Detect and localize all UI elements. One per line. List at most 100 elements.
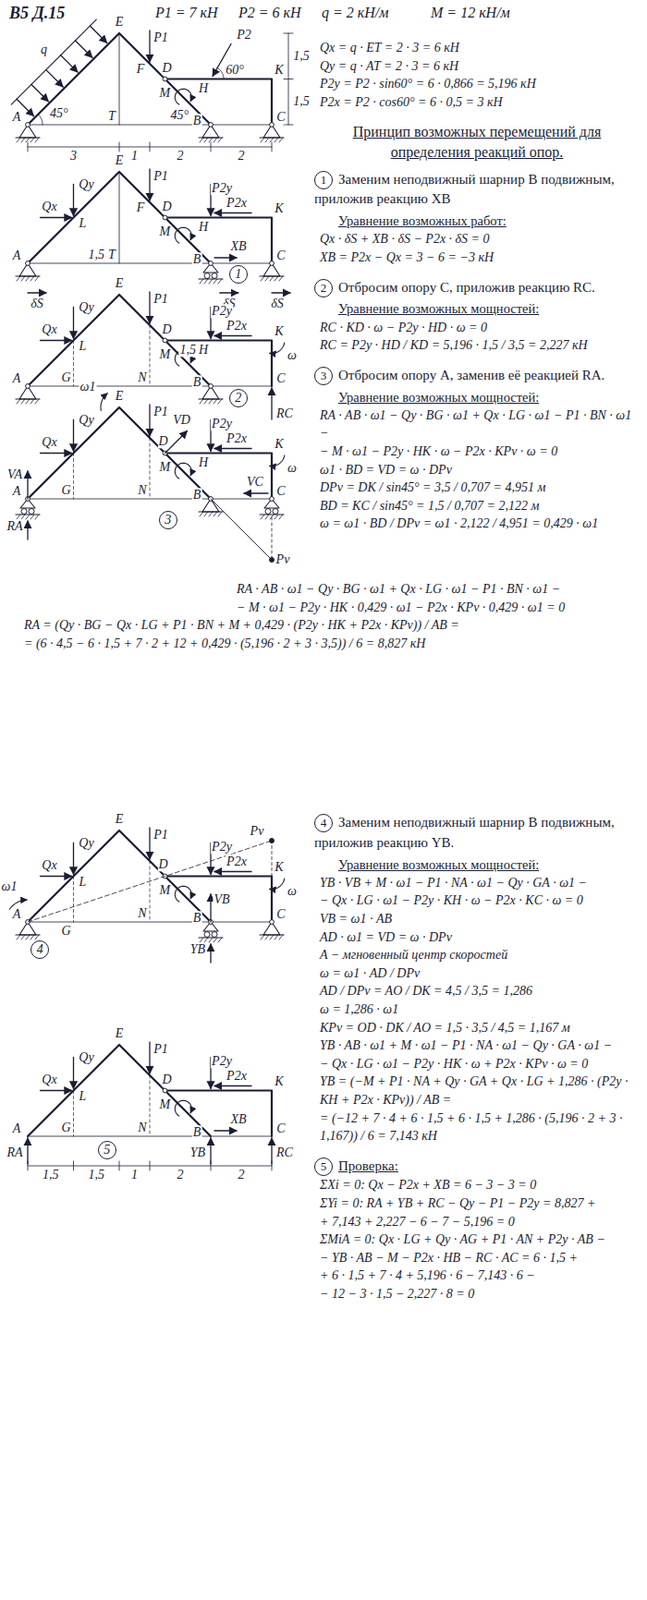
load-arrow: [74, 40, 92, 58]
dimension-tick: [271, 142, 273, 152]
formula-line: = (6 · 4,5 − 6 · 1,5 + 7 · 2 + 12 + 0,42…: [18, 634, 640, 654]
ground-hatch: [260, 514, 265, 520]
force-arrow: [40, 1090, 73, 1092]
load-arrow: [89, 25, 107, 43]
dimension-tick: [210, 1161, 212, 1172]
vector-label: P2x: [225, 318, 248, 333]
ground-hatch: [265, 514, 269, 520]
ground-hatch: [204, 279, 208, 284]
ground-hatch: [204, 137, 208, 143]
moment-arrow: [174, 463, 192, 479]
vector-label: VA: [6, 467, 24, 482]
vector-label: M: [158, 348, 171, 363]
velocity-arrow: [244, 492, 269, 494]
ground-hatch: [199, 399, 204, 404]
vector-label: ω1: [0, 879, 19, 894]
point-label: K: [273, 1074, 284, 1089]
ground-hatch: [25, 514, 30, 520]
vector-label: M: [158, 1098, 171, 1113]
formula-line: RC = P2y · HD / KD = 5,196 · 1,5 / 3,5 =…: [314, 336, 640, 355]
dimension-value: 1,5: [179, 342, 198, 357]
point-label: G: [60, 1121, 72, 1136]
ground-hatch: [30, 399, 35, 404]
ground-hatch: [35, 137, 39, 143]
vector-label: M: [158, 461, 171, 476]
force-arrow: [148, 404, 150, 437]
ground-hatch: [208, 279, 213, 284]
ground-hatch: [16, 137, 21, 143]
beam-scheme: [15, 393, 285, 563]
point-label: K: [273, 860, 284, 875]
vector-label: XB: [229, 239, 247, 254]
dimension-value: 1: [130, 148, 139, 163]
dimension-value: 1,5: [292, 48, 311, 63]
ground-hatch: [274, 276, 279, 281]
instant-center-line: [271, 517, 273, 561]
beam-scheme: [15, 169, 291, 293]
ground-hatch: [279, 514, 283, 520]
ground-hatch: [208, 512, 213, 517]
height-line: [119, 33, 121, 125]
ground-hatch: [213, 512, 218, 517]
base-line: [27, 922, 272, 924]
frame-rod: [165, 79, 273, 126]
point-label: E: [114, 389, 125, 403]
formula-line: Qx · δS + XB · δS − P2x · δS = 0: [314, 230, 640, 249]
force-arrow: [148, 292, 150, 324]
vector-label: P2x: [225, 195, 248, 210]
point-label: L: [78, 875, 88, 890]
point-label: E: [114, 1026, 125, 1041]
support-base: [198, 511, 223, 513]
vector-label: ω: [286, 884, 298, 899]
point-label: E: [114, 14, 125, 29]
projection-line: [149, 325, 151, 387]
load-arrow: [61, 55, 78, 73]
reaction-arrow: [270, 388, 272, 420]
formula-line: ΣXi = 0: Qx − P2x + XB = 6 − 3 − 3 = 0: [314, 1176, 640, 1196]
point-label: D: [160, 199, 172, 214]
point-label: A: [12, 907, 23, 922]
roller-wheel: [204, 273, 210, 280]
formula-line: ΣYi = 0: RA + YB + RC − Qy − P1 − P2y = …: [314, 1195, 640, 1214]
base-line: [27, 499, 272, 501]
solution-text-block: RA · AB · ω1 − Qy · BG · ω1 + Qx · LG · …: [18, 580, 640, 653]
section-heading: Принцип возможных перемещений для опреде…: [314, 122, 640, 162]
force-arrow: [73, 843, 74, 876]
hinge: [269, 497, 275, 502]
formula-line: RA · AB · ω1 − Qy · BG · ω1 + Qx · LG · …: [18, 580, 640, 599]
reaction-arrow: [214, 1130, 237, 1132]
step-subheading: Уравнение возможных работ:: [314, 211, 640, 231]
hinge: [162, 215, 168, 220]
formula-line: − Qx · LG · ω1 − P2y · KH · ω − P2x · KC…: [314, 891, 640, 911]
projection-line: [149, 861, 151, 923]
hinge: [25, 384, 31, 390]
instant-center-line: [27, 841, 272, 923]
angle-label: 45°: [48, 107, 70, 122]
point-label: H: [197, 219, 209, 234]
ground-hatch: [279, 935, 283, 940]
point-label: B: [192, 1125, 203, 1140]
moment-arrow: [174, 88, 192, 105]
vector-label: Pv: [249, 824, 266, 839]
velocity-arrow: [209, 894, 211, 923]
figure-number: 3: [158, 511, 178, 530]
dimension-tick: [119, 1161, 121, 1172]
ground-hatch: [30, 514, 35, 520]
vector-label: M: [158, 225, 171, 240]
ground-hatch: [274, 137, 279, 143]
hinge: [208, 122, 214, 128]
point-label: F: [135, 200, 147, 215]
given-value: P2 = 6 кН: [238, 4, 302, 22]
vector-label: RC: [275, 1146, 294, 1160]
formula-line: AD / DPv = AO / DK = 4,5 / 3,5 = 1,286: [314, 982, 640, 1002]
support-base: [15, 136, 40, 138]
vector-label: P1: [152, 1042, 170, 1057]
formula-line: VB = ω1 · AB: [314, 910, 640, 929]
ground-hatch: [199, 512, 204, 517]
point-label: E: [114, 153, 125, 168]
dimension-value: 1,5: [292, 95, 311, 110]
point-label: C: [275, 1122, 286, 1136]
roller-wheel: [21, 509, 27, 515]
ground-hatch: [35, 514, 39, 520]
hinge: [269, 122, 275, 128]
